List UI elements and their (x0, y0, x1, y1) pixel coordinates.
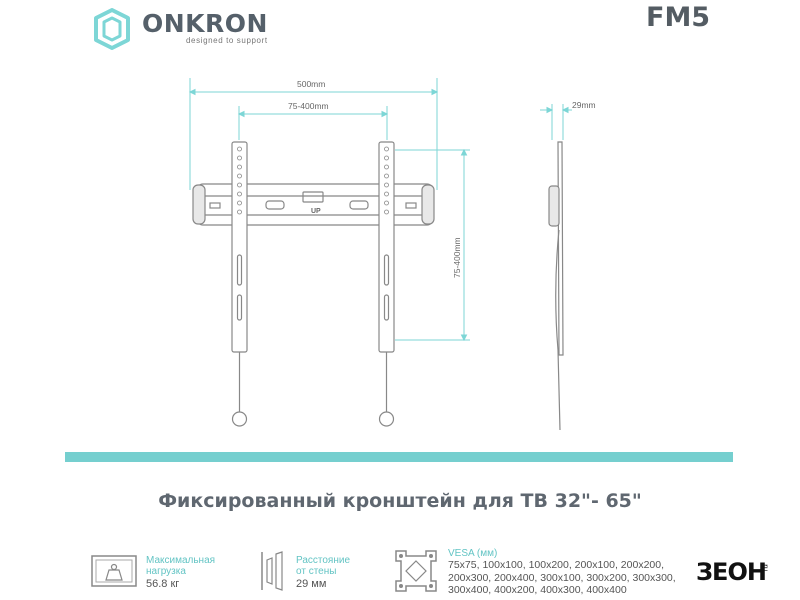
accent-band (65, 452, 733, 462)
total-width-label: 500mm (297, 79, 325, 89)
dimension-lines (188, 78, 572, 342)
bracket-drawing: 500mm 75-400mm 75-400mm 29mm UP (188, 78, 596, 431)
shop-logo-suffix: .ru (761, 562, 770, 572)
model-name: FM5 (646, 2, 711, 33)
wall-distance-label-2: от стены (296, 566, 337, 577)
weight-icon (91, 555, 137, 587)
wall-distance-label-1: Расстояние (296, 555, 351, 566)
vesa-label: VESA (мм) (448, 548, 498, 559)
wall-distance-value: 29 мм (296, 578, 327, 590)
vesa-icon (395, 550, 437, 592)
wall-plate (192, 183, 435, 226)
side-view (548, 141, 564, 431)
shop-logo-name: ЗЕОН (696, 558, 767, 586)
load-label-1: Максимальная (146, 555, 216, 566)
up-label: UP (311, 208, 321, 215)
shop-logo: ЗЕОН .ru (696, 558, 786, 588)
brand-name: ONKRON (142, 9, 268, 38)
wall-distance-icon (261, 551, 283, 591)
vesa-line-1: 75x75, 100x100, 100x200, 200x100, 200x20… (448, 559, 665, 571)
onkron-logo-icon (94, 8, 130, 50)
vertical-arms (231, 141, 395, 427)
vesa-list: 75x75, 100x100, 100x200, 200x100, 200x20… (448, 559, 718, 597)
brand-tagline: designed to support (186, 36, 268, 45)
product-headline: Фиксированный кронштейн для ТВ 32"- 65" (158, 490, 642, 512)
vesa-line-3: 300x400, 400x200, 400x300, 400x400 (448, 584, 627, 596)
vesa-line-2: 200x300, 200x400, 300x100, 300x200, 300x… (448, 571, 676, 584)
vesa-horizontal-label: 75-400mm (288, 101, 329, 111)
vesa-vertical-label: 75-400mm (452, 237, 462, 278)
load-value: 56.8 кг (146, 578, 180, 590)
load-label-2: нагрузка (146, 566, 186, 577)
depth-label: 29mm (572, 100, 596, 110)
